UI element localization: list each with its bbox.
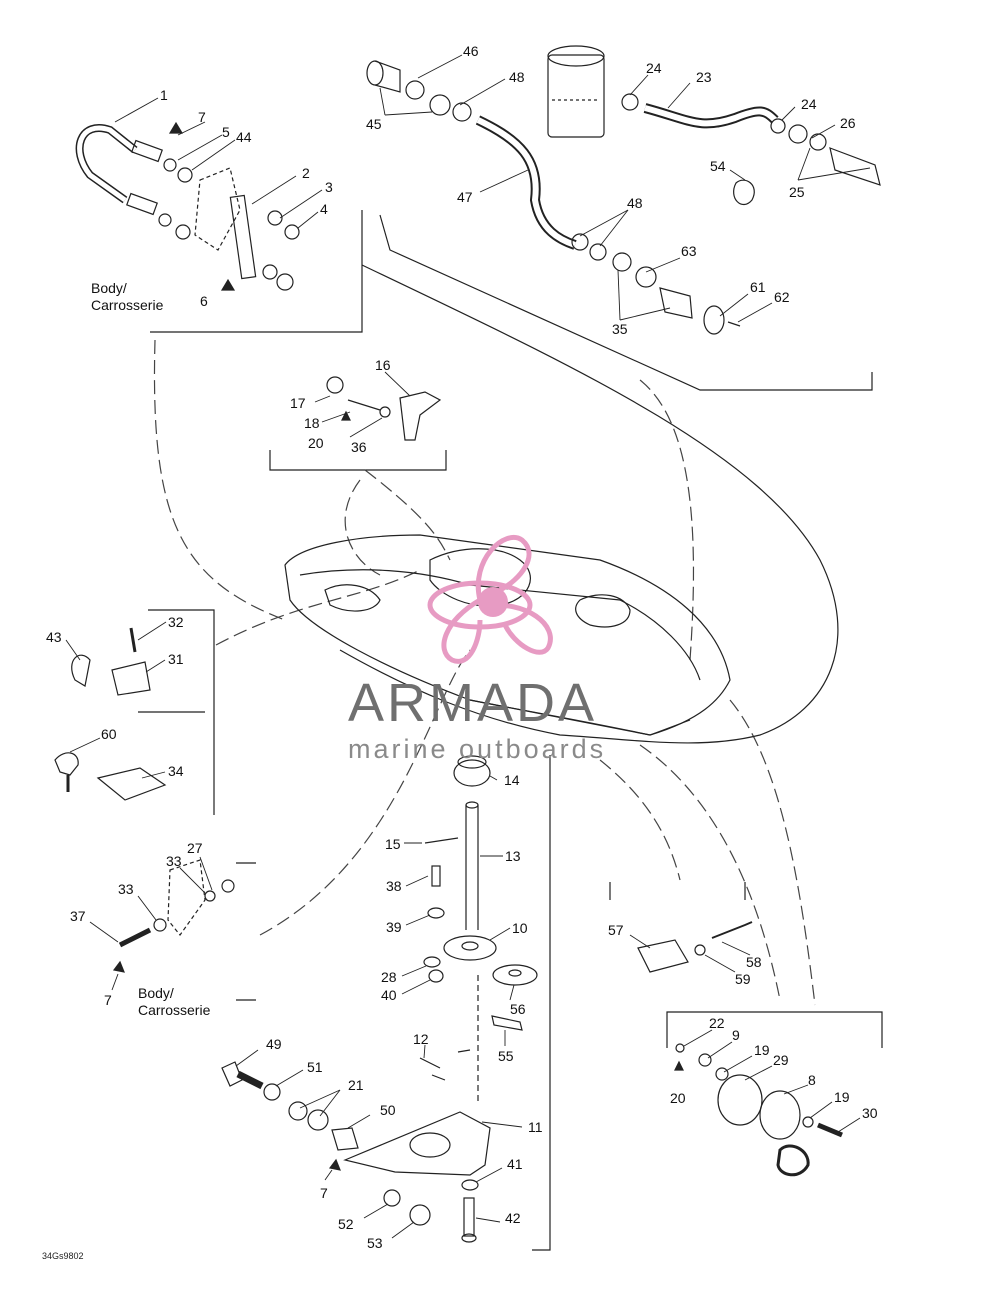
- mounting-plate-icon: [343, 1111, 491, 1243]
- callout-48: 48: [509, 69, 525, 85]
- callout-19: 19: [754, 1042, 770, 1058]
- callout-55: 55: [498, 1048, 514, 1064]
- callout-24b: 24: [801, 96, 817, 112]
- drain-plug-icon: [674, 1043, 843, 1177]
- body-label-text: Body/ Carrosserie: [138, 985, 211, 1018]
- bolt-washers-icon: [221, 1061, 431, 1226]
- callout-42: 42: [505, 1210, 521, 1226]
- callout-30: 30: [862, 1105, 878, 1121]
- support-post-icon: [419, 755, 538, 1105]
- body-fastener-icon: [112, 859, 235, 973]
- callout-4: 4: [320, 201, 328, 217]
- callout-52: 52: [338, 1216, 354, 1232]
- body-label-top: Body/ Carrosserie: [91, 280, 163, 314]
- callout-37: 37: [70, 908, 86, 924]
- callout-45: 45: [366, 116, 382, 132]
- callout-21: 21: [348, 1077, 364, 1093]
- armada-logo-icon: [427, 535, 553, 664]
- callout-63: 63: [681, 243, 697, 259]
- bracket-rivet-icon: [637, 921, 753, 973]
- callout-18: 18: [304, 415, 320, 431]
- callout-15: 15: [385, 836, 401, 852]
- leader-lines: [65, 54, 871, 1239]
- callout-54: 54: [710, 158, 726, 174]
- hull-outline-curve: [339, 264, 839, 744]
- callout-58: 58: [746, 954, 762, 970]
- callout-20: 20: [308, 435, 324, 451]
- callout-31: 31: [168, 651, 184, 667]
- callout-13: 13: [505, 848, 521, 864]
- callout-34: 34: [168, 763, 184, 779]
- callout-24: 24: [646, 60, 662, 76]
- callout-1: 1: [160, 87, 168, 103]
- callout-61: 61: [750, 279, 766, 295]
- u-bolt-icon: [75, 121, 300, 291]
- callout-53: 53: [367, 1235, 383, 1251]
- callout-47: 47: [457, 189, 473, 205]
- callout-26: 26: [840, 115, 856, 131]
- callout-2: 2: [302, 165, 310, 181]
- callout-33: 33: [166, 853, 182, 869]
- callout-6: 6: [200, 293, 208, 309]
- callout-23: 23: [696, 69, 712, 85]
- callout-59: 59: [735, 971, 751, 987]
- callout-7: 7: [198, 109, 206, 125]
- callout-51: 51: [307, 1059, 323, 1075]
- callout-50: 50: [380, 1102, 396, 1118]
- callout-36: 36: [351, 439, 367, 455]
- callout-62: 62: [774, 289, 790, 305]
- callout-38: 38: [386, 878, 402, 894]
- callout-57: 57: [608, 922, 624, 938]
- callout-19b: 19: [834, 1089, 850, 1105]
- bilge-pump-icon: [547, 45, 605, 138]
- callout-25: 25: [789, 184, 805, 200]
- callout-8: 8: [808, 1072, 816, 1088]
- callout-12: 12: [413, 1031, 429, 1047]
- callout-27: 27: [187, 840, 203, 856]
- callout-5: 5: [222, 124, 230, 140]
- callout-39: 39: [386, 919, 402, 935]
- callout-22: 22: [709, 1015, 725, 1031]
- callout-14: 14: [504, 772, 520, 788]
- callout-20b: 20: [670, 1090, 686, 1106]
- callout-3: 3: [325, 179, 333, 195]
- callout-11: 11: [528, 1119, 543, 1135]
- callout-32: 32: [168, 614, 184, 630]
- drawing-code: 34Gs9802: [42, 1251, 84, 1261]
- callout-44: 44: [236, 129, 252, 145]
- callout-41: 41: [507, 1156, 523, 1172]
- callout-7c: 7: [320, 1185, 328, 1201]
- watermark-subtitle: marine outboards: [348, 734, 607, 764]
- corrugated-hose-icon: [621, 93, 881, 206]
- callout-10: 10: [512, 920, 528, 936]
- callout-17: 17: [290, 395, 306, 411]
- watermark-title: ARMADA: [348, 673, 598, 733]
- callout-43: 43: [46, 629, 62, 645]
- callout-40: 40: [381, 987, 397, 1003]
- callout-60: 60: [101, 726, 117, 742]
- group-brackets: [138, 210, 883, 1251]
- handle-bracket-icon: [326, 376, 442, 441]
- callout-49: 49: [266, 1036, 282, 1052]
- callout-16: 16: [375, 357, 391, 373]
- body-label-bottom: Body/ Carrosserie: [138, 985, 210, 1019]
- callout-46: 46: [463, 43, 479, 59]
- callout-28: 28: [381, 969, 397, 985]
- callout-35: 35: [612, 321, 628, 337]
- hose-fittings-icon: [366, 60, 741, 335]
- body-label-text: Body/ Carrosserie: [91, 280, 164, 313]
- clip-fasteners-icon: [54, 627, 167, 801]
- callout-56: 56: [510, 1001, 526, 1017]
- guide-curves: [153, 339, 816, 1006]
- callout-29: 29: [773, 1052, 789, 1068]
- callout-7b: 7: [104, 992, 112, 1008]
- callout-33b: 33: [118, 881, 134, 897]
- callout-9: 9: [732, 1027, 740, 1043]
- callout-48b: 48: [627, 195, 643, 211]
